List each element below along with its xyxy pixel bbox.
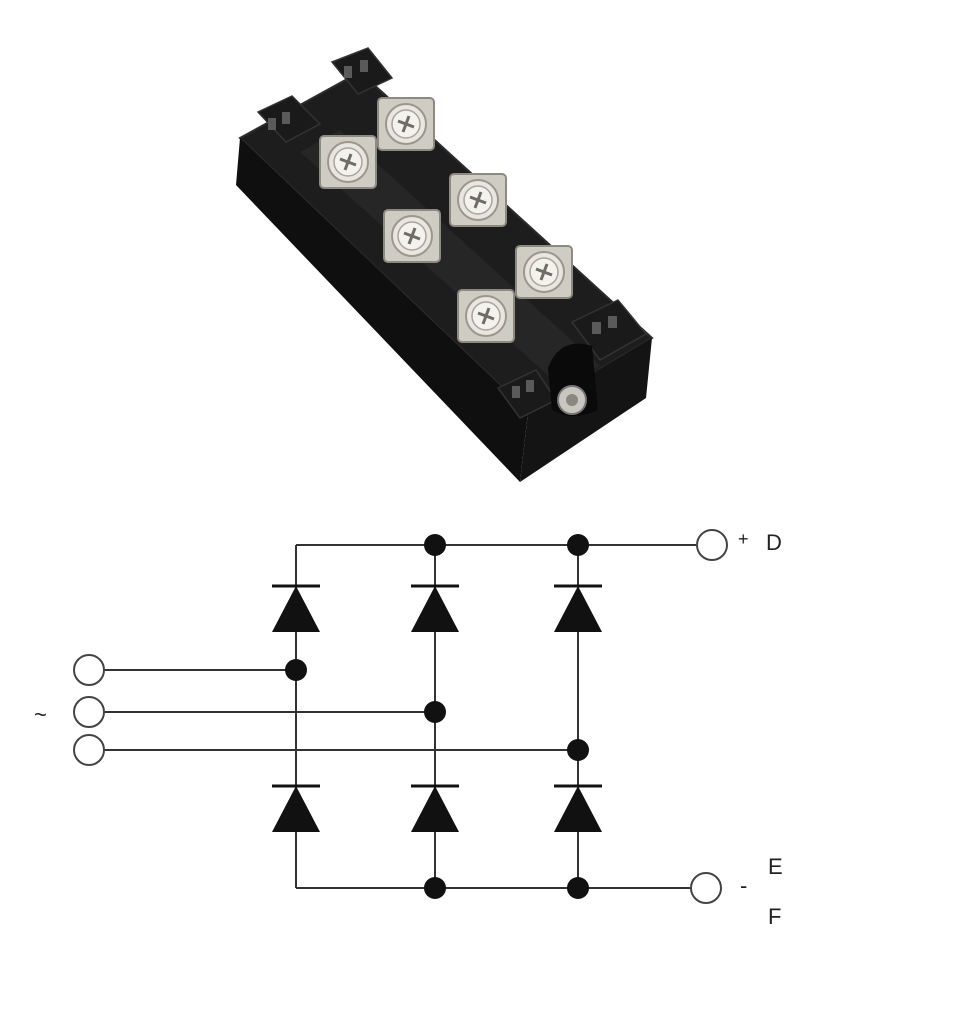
module-side-face bbox=[236, 138, 528, 482]
junction-top-3 bbox=[567, 534, 589, 556]
bridge-schematic bbox=[104, 544, 696, 889]
screw-terminal-3 bbox=[382, 208, 442, 264]
diode-lower-1 bbox=[270, 784, 322, 834]
terminal-ac-2 bbox=[73, 696, 105, 728]
label-f: F bbox=[768, 904, 781, 929]
diode-upper-2 bbox=[409, 584, 461, 634]
connector-block-left bbox=[256, 95, 322, 143]
terminal-ac-1 bbox=[73, 654, 105, 686]
diode-lower-3 bbox=[552, 784, 604, 834]
label-e: E bbox=[768, 854, 783, 879]
connector-block-right bbox=[496, 299, 648, 419]
junction-ac-3 bbox=[567, 739, 589, 761]
connector-block-top bbox=[330, 47, 394, 95]
screw-terminal-6 bbox=[514, 244, 574, 300]
plus-sign: + bbox=[738, 529, 749, 549]
screw-terminal-2 bbox=[376, 96, 436, 152]
junction-bottom-3 bbox=[567, 877, 589, 899]
terminal-ac-3 bbox=[73, 734, 105, 766]
screw-terminal-4 bbox=[448, 172, 508, 228]
mounting-hole bbox=[548, 343, 598, 416]
junction-top-2 bbox=[424, 534, 446, 556]
junction-ac-1 bbox=[285, 659, 307, 681]
screw-terminal-1 bbox=[318, 134, 378, 190]
terminal-negative bbox=[690, 872, 722, 904]
rectifier-module-photo bbox=[236, 47, 654, 482]
label-d: D bbox=[766, 530, 782, 555]
junction-dots bbox=[285, 534, 589, 899]
diode-upper-3 bbox=[552, 584, 604, 634]
diode-upper-1 bbox=[270, 584, 322, 634]
screw-terminal-5 bbox=[456, 288, 516, 344]
ac-symbol: ~ bbox=[34, 702, 47, 727]
diode-lower-2 bbox=[409, 784, 461, 834]
junction-ac-2 bbox=[424, 701, 446, 723]
junction-bottom-2 bbox=[424, 877, 446, 899]
minus-sign: - bbox=[740, 873, 747, 898]
terminal-positive bbox=[696, 529, 728, 561]
